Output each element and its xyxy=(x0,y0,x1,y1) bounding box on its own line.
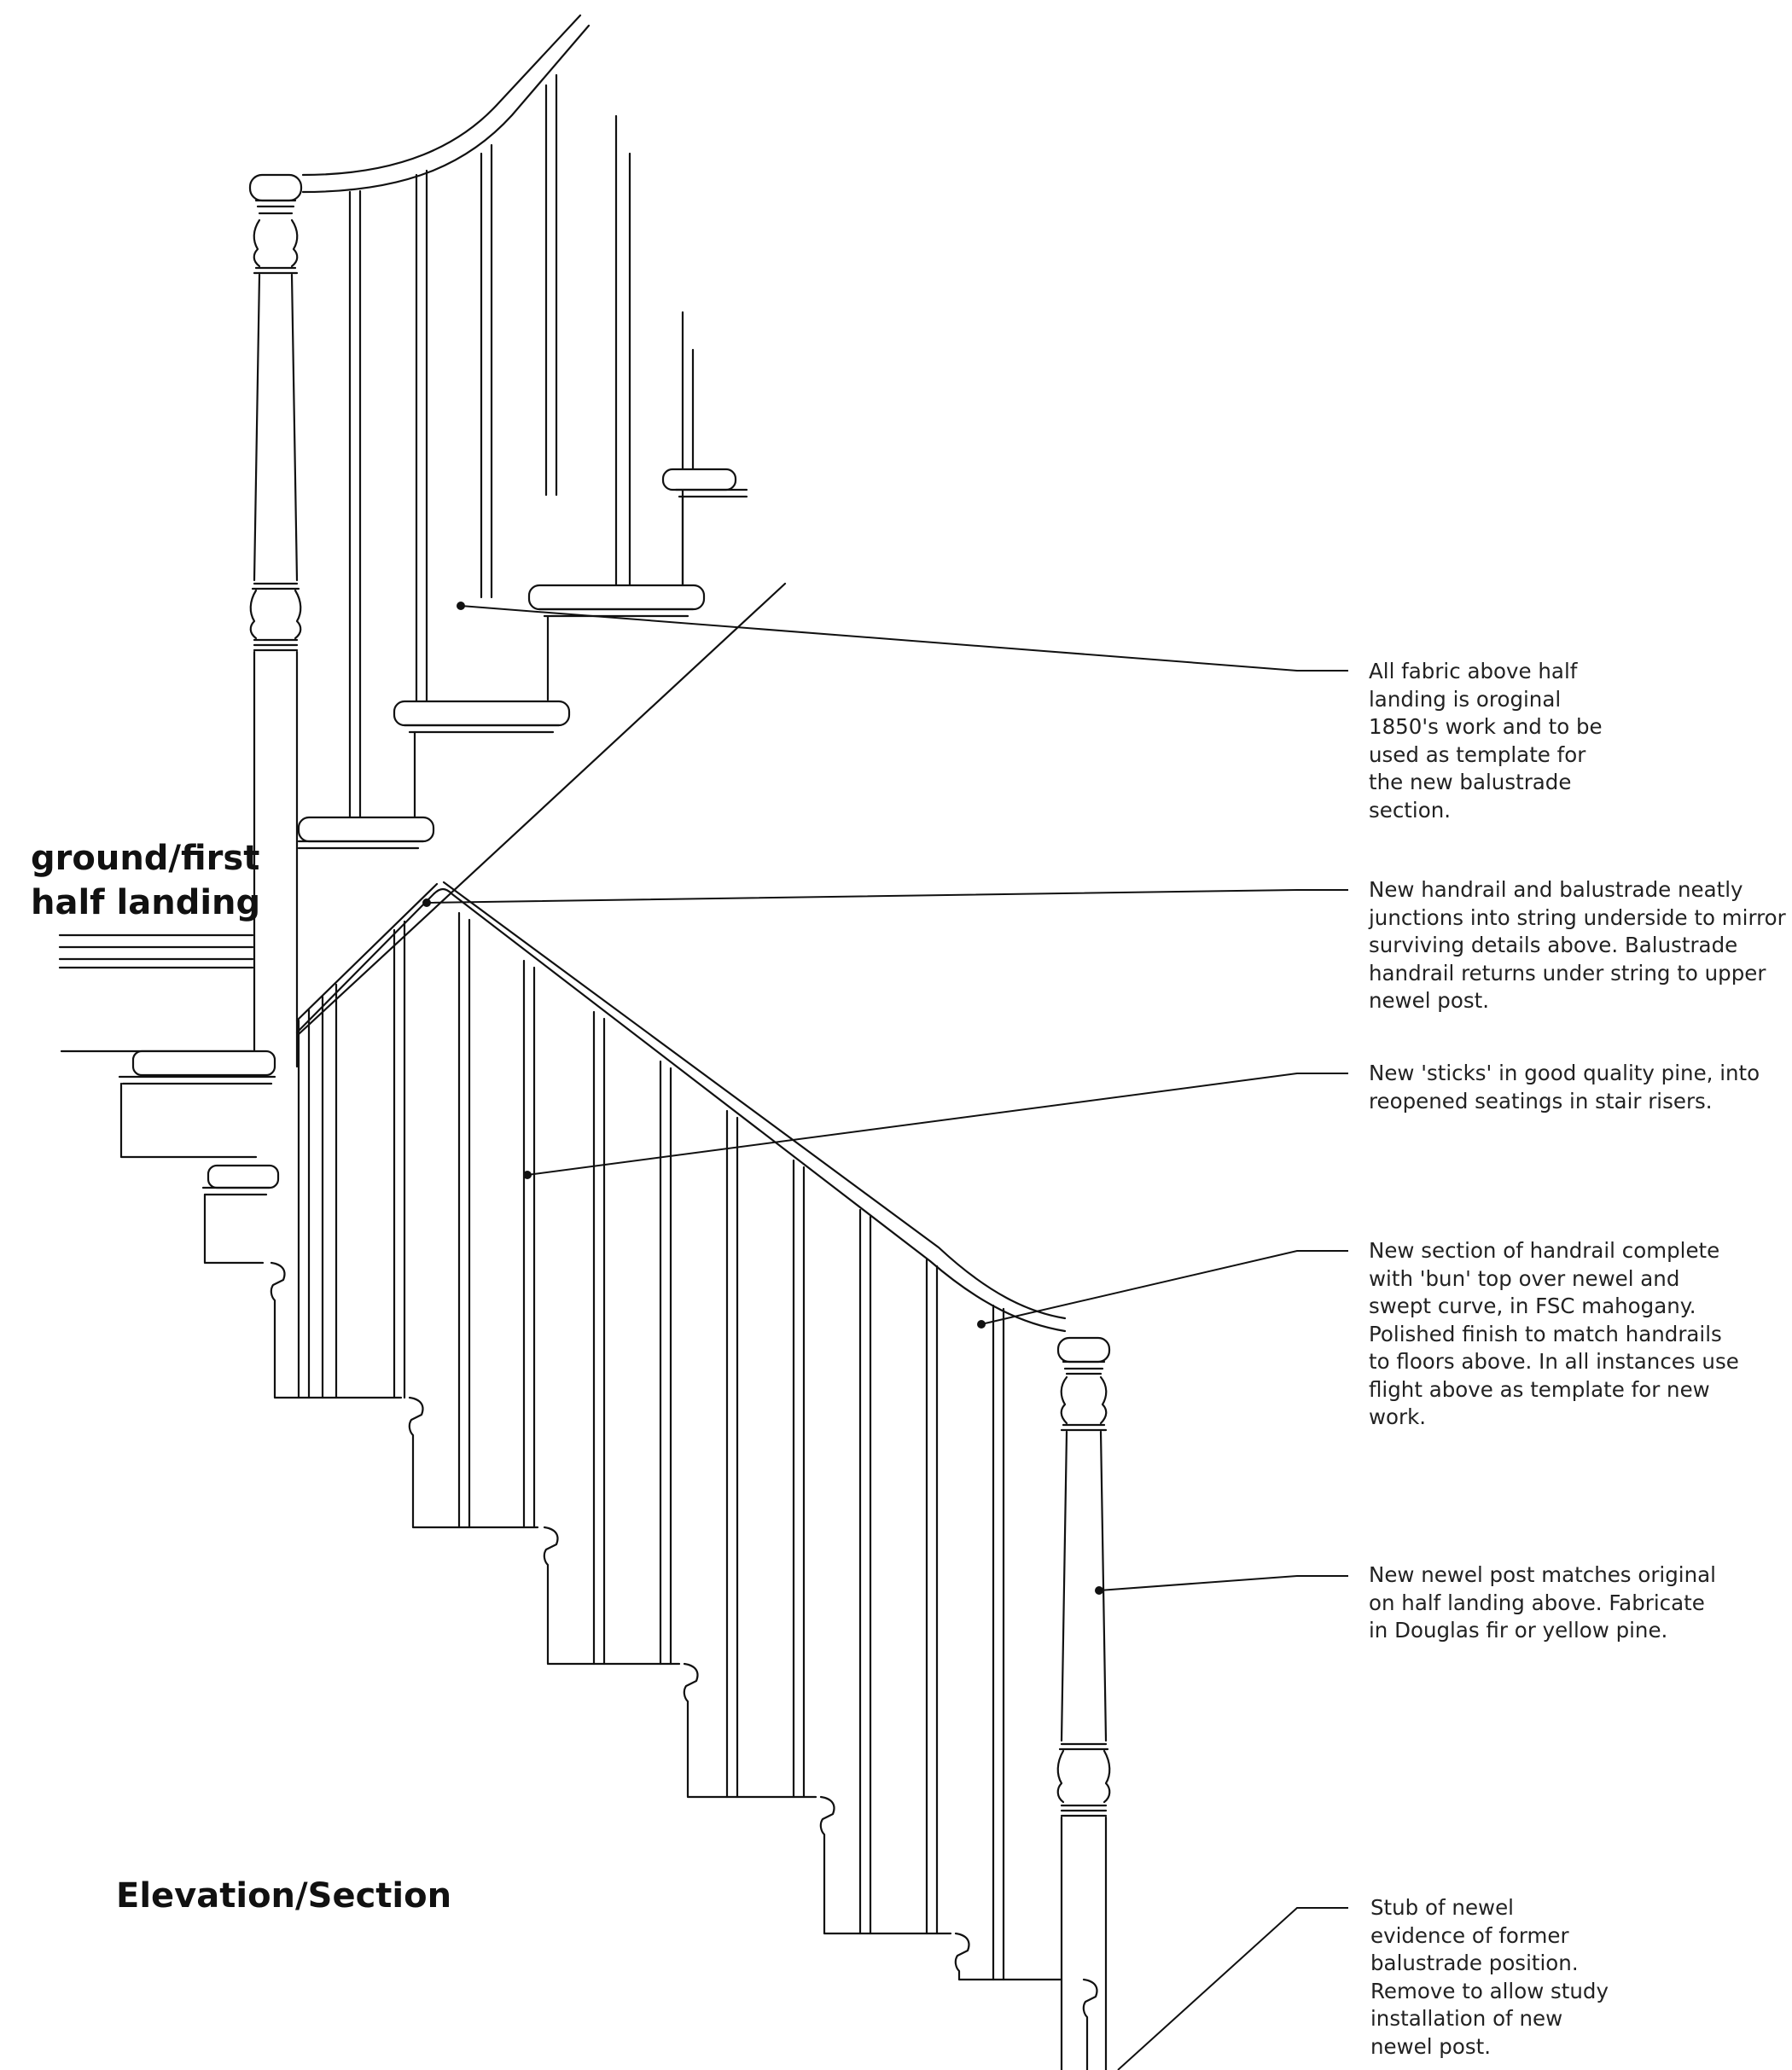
upper-flight xyxy=(248,14,787,1068)
lower-newel-post xyxy=(1056,1336,1111,2070)
upper-newel-post xyxy=(248,173,303,1068)
note-handrail-section: New section of handrail complete with 'b… xyxy=(1369,1238,1739,1429)
leader-lines xyxy=(422,602,1348,2070)
note-newel-post: New newel post matches original on half … xyxy=(1369,1562,1716,1643)
note-stub: Stub of newel evidence of former balustr… xyxy=(1370,1895,1609,2059)
note-handrail-junction: New handrail and balustrade neatly junct… xyxy=(1369,877,1786,1013)
new-lower-flight xyxy=(270,881,1111,2070)
note-fabric: All fabric above half landing is orogina… xyxy=(1369,659,1603,823)
landing-floor xyxy=(58,933,280,1265)
landing-label: ground/first half landing xyxy=(31,839,261,922)
view-title: Elevation/Section xyxy=(116,1876,452,1916)
note-sticks: New 'sticks' in good quality pine, into … xyxy=(1369,1061,1760,1113)
